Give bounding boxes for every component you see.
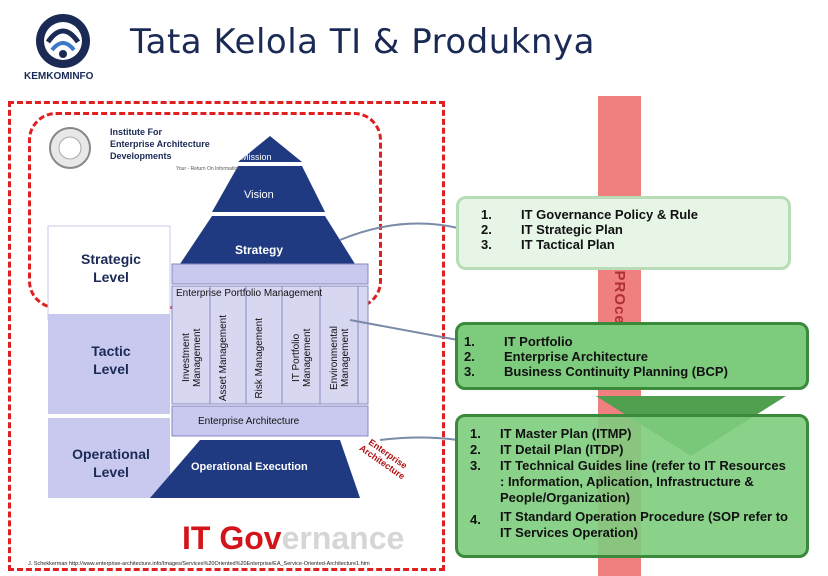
item-number: 4. [470,512,481,527]
logo-text: KEMKOMINFO [24,71,94,82]
page-title: Tata Kelola TI & Produknya [130,22,595,62]
column-investment: Investment Management [174,312,212,404]
item-text: Enterprise Architecture [504,349,649,364]
portfolio-band-label: Enterprise Portfolio Management [176,288,323,299]
item-text: IT Standard Operation Procedure (SOP ref… [500,509,788,540]
institute-line-2: Enterprise Architecture [110,139,210,149]
item-number: 1. [481,207,492,222]
strategic-level-label: Strategic Level [66,250,156,286]
item-number: 1. [470,426,481,441]
tactic-items-box [455,322,809,390]
list-item: 1. IT Portfolio [464,334,804,349]
column-label: IT Portfolio Management [291,328,313,388]
reference-link[interactable]: J. Schekkerman http://www.enterprise-arc… [28,561,370,567]
kemkominfo-logo [32,12,94,70]
item-number: 3. [464,364,475,379]
item-number: 3. [470,458,481,473]
strategic-items-box [456,196,791,270]
list-item: 2. IT Strategic Plan [481,222,771,237]
list-item: 1. IT Master Plan (ITMP) [470,426,800,442]
item-number: 2. [481,222,492,237]
list-item: 3. IT Technical Guides line (refer to IT … [470,458,800,506]
operational-level-label: Operational Level [66,445,156,481]
column-it-portfolio: IT Portfolio Management [284,312,322,404]
level-word: Tactic [91,343,131,359]
strategic-items: 1. IT Governance Policy & Rule 2. IT Strat… [481,207,771,252]
item-text: IT Portfolio [504,334,573,349]
tactic-level-label: Tactic Level [66,342,156,378]
operational-items: 1. IT Master Plan (ITMP) 2. IT Detail Plan… [470,426,800,541]
mission-label: Mission [241,152,272,162]
item-number: 2. [464,349,475,364]
operational-items-box [455,414,809,558]
it-governance-label: IT Governance [182,520,404,557]
it-process-label: IT PROces [611,250,628,335]
level-word: Strategic [81,251,141,267]
operational-execution-label: Operational Execution [191,461,308,473]
it-governance-visible: IT Gov [182,520,282,556]
list-item: 3. Business Continuity Planning (BCP) [464,364,804,379]
item-text: IT Detail Plan (ITDP) [500,442,624,457]
item-text: IT Technical Guides line (refer to IT Re… [500,458,786,505]
column-label: Investment Management [181,328,203,388]
connector-arrows [339,200,460,460]
item-text: Business Continuity Planning (BCP) [504,364,728,379]
list-item: 1. IT Governance Policy & Rule [481,207,771,222]
list-item: 4. IT Standard Operation Procedure (SOP r… [470,509,800,541]
strategy-label: Strategy [235,243,284,257]
architecture-band-label: Enterprise Architecture [198,416,300,427]
list-item: 2. Enterprise Architecture [464,349,804,364]
pyramid-diagram [40,118,380,518]
institute-title: Institute For Enterprise Architecture De… [110,126,210,162]
column-asset: Asset Management [212,312,248,404]
it-governance-faded: ernance [281,520,405,556]
item-number: 1. [464,334,475,349]
list-item: 3. IT Tactical Plan [481,237,771,252]
institute-tagline: Your - Return On Information [176,166,241,172]
column-label: Asset Management [218,314,229,402]
dashed-frame [8,101,445,571]
column-risk: Risk Management [248,312,284,404]
item-number: 3. [481,237,492,252]
item-number: 2. [470,442,481,457]
list-item: 2. IT Detail Plan (ITDP) [470,442,800,458]
level-word: Operational [72,446,150,462]
column-label: Risk Management [254,317,265,399]
item-text: IT Tactical Plan [521,237,615,252]
item-text: IT Master Plan (ITMP) [500,426,632,441]
item-text: IT Governance Policy & Rule [521,207,698,222]
level-word: Level [93,269,129,285]
item-text: IT Strategic Plan [521,222,623,237]
vision-label: Vision [244,189,274,201]
level-word: Level [93,464,129,480]
tactic-items: 1. IT Portfolio 2. Enterprise Architecture… [464,334,804,379]
level-word: Level [93,361,129,377]
institute-line-1: Institute For [110,127,162,137]
institute-line-3: Developments [110,151,172,161]
